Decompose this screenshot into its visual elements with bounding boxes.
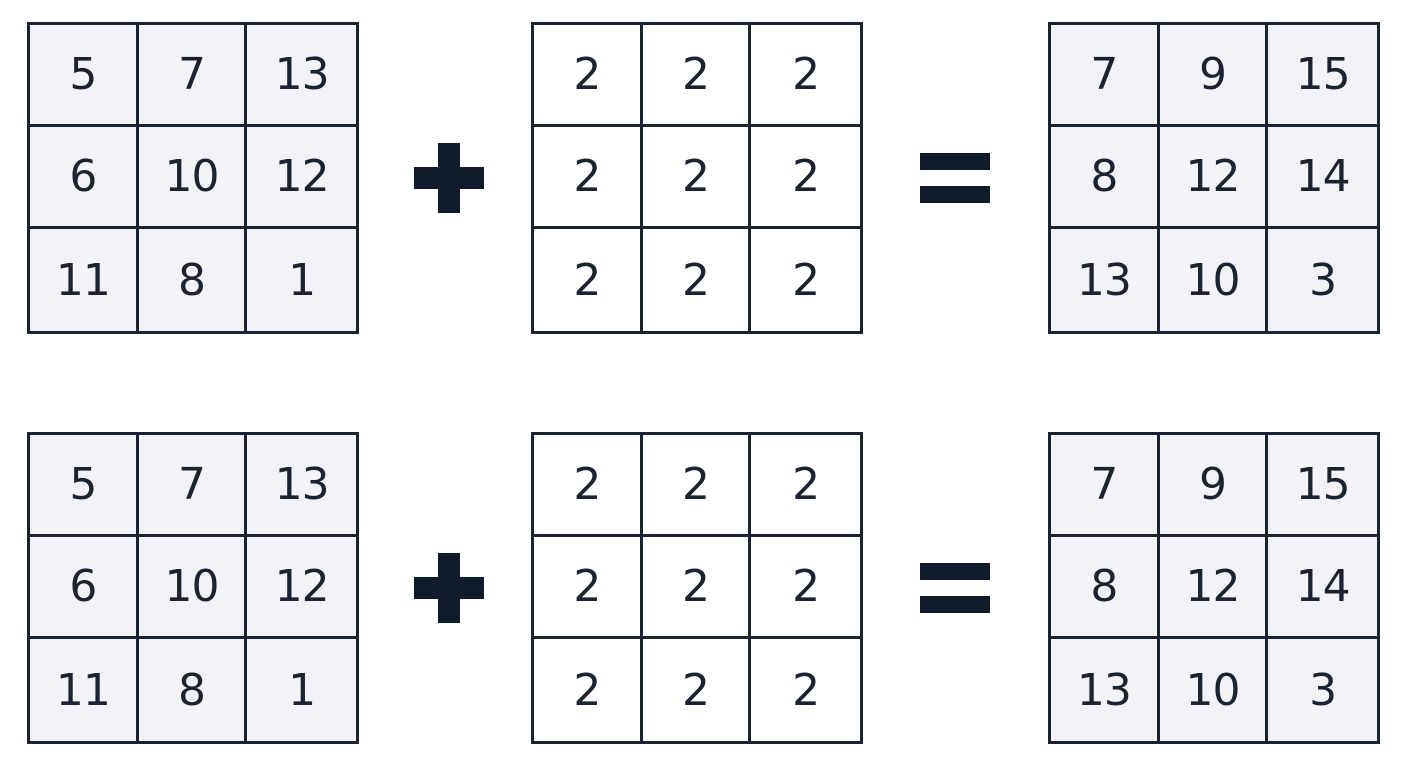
matrix-cell: 14 <box>1268 537 1377 639</box>
matrix-cell: 2 <box>534 25 643 127</box>
matrix-cell: 2 <box>642 127 752 229</box>
matrix-cell: 8 <box>138 229 248 331</box>
matrix-cell: 5 <box>30 25 139 127</box>
matrix-cell: 12 <box>1159 127 1269 229</box>
matrix-cell: 2 <box>642 229 752 331</box>
matrix-cell: 7 <box>1051 25 1160 127</box>
matrix-cell: 13 <box>1051 229 1160 331</box>
result-matrix: 7 9 15 8 12 14 13 10 3 <box>1048 432 1380 744</box>
matrix-cell: 2 <box>751 435 860 537</box>
matrix-cell: 9 <box>1159 25 1269 127</box>
matrix-cell: 15 <box>1268 25 1377 127</box>
matrix-cell: 3 <box>1268 639 1377 741</box>
matrix-cell: 5 <box>30 435 139 537</box>
matrix-cell: 7 <box>1051 435 1160 537</box>
equals-icon <box>920 563 990 613</box>
matrix-cell: 13 <box>247 25 356 127</box>
matrix-cell: 12 <box>247 537 356 639</box>
plus-icon <box>414 143 484 213</box>
matrix-cell: 11 <box>30 229 139 331</box>
matrix-cell: 10 <box>138 127 248 229</box>
equals-icon <box>920 153 990 203</box>
matrix-cell: 10 <box>138 537 248 639</box>
left-matrix: 5 7 13 6 10 12 11 8 1 <box>27 22 359 334</box>
matrix-cell: 2 <box>534 229 643 331</box>
matrix-equation-2: 5 7 13 6 10 12 11 8 1 2 2 2 2 2 2 2 2 2 … <box>0 432 1408 744</box>
matrix-cell: 11 <box>30 639 139 741</box>
matrix-cell: 2 <box>534 537 643 639</box>
matrix-cell: 1 <box>247 229 356 331</box>
matrix-cell: 2 <box>751 639 860 741</box>
matrix-cell: 10 <box>1159 639 1269 741</box>
matrix-cell: 6 <box>30 127 139 229</box>
matrix-cell: 12 <box>247 127 356 229</box>
matrix-cell: 2 <box>642 435 752 537</box>
middle-matrix: 2 2 2 2 2 2 2 2 2 <box>531 22 863 334</box>
matrix-cell: 2 <box>642 639 752 741</box>
matrix-cell: 2 <box>642 25 752 127</box>
matrix-cell: 2 <box>751 537 860 639</box>
matrix-cell: 9 <box>1159 435 1269 537</box>
matrix-cell: 8 <box>1051 127 1160 229</box>
matrix-cell: 13 <box>247 435 356 537</box>
plus-icon <box>414 553 484 623</box>
matrix-cell: 3 <box>1268 229 1377 331</box>
matrix-cell: 2 <box>751 229 860 331</box>
matrix-cell: 8 <box>1051 537 1160 639</box>
matrix-cell: 15 <box>1268 435 1377 537</box>
matrix-cell: 13 <box>1051 639 1160 741</box>
matrix-cell: 6 <box>30 537 139 639</box>
result-matrix: 7 9 15 8 12 14 13 10 3 <box>1048 22 1380 334</box>
matrix-cell: 2 <box>534 127 643 229</box>
matrix-cell: 8 <box>138 639 248 741</box>
matrix-cell: 7 <box>138 435 248 537</box>
matrix-cell: 10 <box>1159 229 1269 331</box>
matrix-cell: 2 <box>534 639 643 741</box>
matrix-cell: 14 <box>1268 127 1377 229</box>
matrix-equation-1: 5 7 13 6 10 12 11 8 1 2 2 2 2 2 2 2 2 2 … <box>0 22 1408 334</box>
matrix-cell: 2 <box>751 127 860 229</box>
middle-matrix: 2 2 2 2 2 2 2 2 2 <box>531 432 863 744</box>
matrix-cell: 7 <box>138 25 248 127</box>
matrix-cell: 12 <box>1159 537 1269 639</box>
matrix-cell: 2 <box>534 435 643 537</box>
matrix-cell: 1 <box>247 639 356 741</box>
left-matrix: 5 7 13 6 10 12 11 8 1 <box>27 432 359 744</box>
matrix-cell: 2 <box>642 537 752 639</box>
matrix-cell: 2 <box>751 25 860 127</box>
